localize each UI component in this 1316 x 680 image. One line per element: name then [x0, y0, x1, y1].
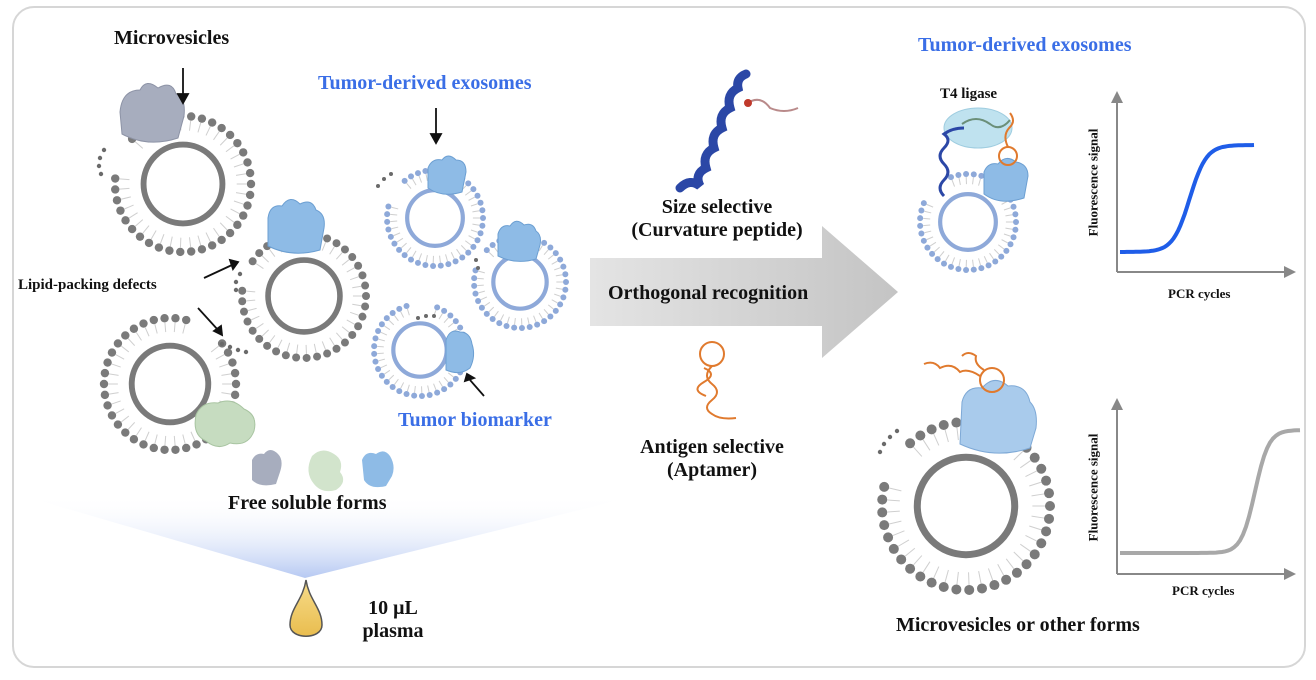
curvature-peptide-text: (Curvature peptide) — [631, 219, 803, 241]
top-chart-curve — [1120, 143, 1255, 254]
microvesicle-3 — [99, 314, 241, 454]
label-bottom-caption: Microvesicles or other forms — [896, 614, 1140, 636]
microvesicle-protein — [119, 83, 185, 143]
orthogonal-arrow — [590, 226, 898, 358]
protein-markers — [119, 83, 1037, 492]
label-orthogonal: Orthogonal recognition — [608, 282, 809, 304]
label-tumor-exosomes-right: Tumor-derived exosomes — [918, 34, 1132, 56]
bottom-chart-axes — [1111, 398, 1296, 580]
plasma-text: plasma — [362, 620, 424, 642]
exosome-protein-1 — [427, 155, 467, 195]
plasma-fan — [20, 495, 640, 578]
defect-dots — [96, 147, 900, 455]
exosome-protein-3 — [497, 220, 541, 262]
tumor-biomarker-protein — [445, 330, 475, 374]
green-protein — [194, 400, 256, 447]
t4-ligase-blob — [943, 107, 1013, 149]
bottom-chart-xlabel: PCR cycles — [1172, 583, 1235, 598]
size-selective-text: Size selective — [661, 196, 773, 218]
microvesicle-1 — [111, 111, 256, 257]
aptamer-text: (Aptamer) — [667, 459, 757, 481]
free-protein-blue — [362, 451, 394, 488]
label-antigen-selective: Antigen selective (Aptamer) — [612, 436, 812, 482]
exosome-protein-2 — [267, 199, 325, 254]
bound-aptamer-icon — [923, 352, 1005, 393]
microvesicle-right — [877, 417, 1055, 595]
label-tumor-exosomes-left: Tumor-derived exosomes — [318, 72, 532, 94]
free-protein-green — [308, 450, 344, 492]
antigen-selective-text: Antigen selective — [640, 436, 784, 458]
pointer-arrows — [176, 68, 485, 397]
microvesicle-2 — [238, 230, 370, 362]
top-chart-axes — [1111, 91, 1296, 278]
label-lipid-defects: Lipid-packing defects — [18, 277, 157, 293]
label-size-selective: Size selective (Curvature peptide) — [622, 196, 812, 242]
right-bottom-protein — [959, 380, 1037, 454]
top-chart-xlabel: PCR cycles — [1168, 286, 1231, 301]
plasma-volume: 10 μL — [368, 597, 418, 619]
label-plasma: 10 μL plasma — [348, 597, 438, 643]
figure-frame — [12, 6, 1306, 668]
label-microvesicles: Microvesicles — [114, 27, 230, 49]
free-protein-gray — [252, 450, 282, 486]
curvature-peptide-icon — [675, 69, 799, 193]
top-chart-ylabel: Fluorescence signal — [1085, 128, 1101, 237]
aptamer-icon — [696, 341, 737, 420]
label-tumor-biomarker: Tumor biomarker — [398, 409, 552, 431]
bottom-chart-curve — [1120, 428, 1301, 555]
right-top-protein — [983, 158, 1029, 202]
ligation-assembly — [938, 112, 1018, 198]
plasma-drop-icon — [289, 579, 323, 637]
pcr-charts — [1111, 91, 1301, 580]
label-free-soluble: Free soluble forms — [228, 492, 387, 514]
bottom-chart-ylabel: Fluorescence signal — [1085, 433, 1101, 542]
label-t4-ligase: T4 ligase — [940, 86, 998, 102]
